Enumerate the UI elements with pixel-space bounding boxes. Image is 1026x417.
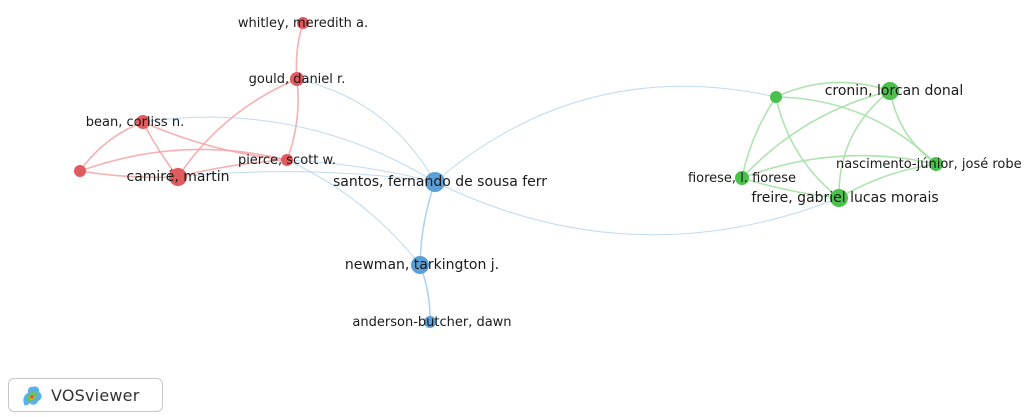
edge-freire-nascimento	[838, 163, 937, 199]
edge-whitley-gould	[295, 22, 304, 80]
edge-unlabeled_green-fiorese	[741, 96, 777, 179]
node-label-cronin[interactable]: cronin, lorcan donal	[825, 83, 964, 99]
edge-santos-newman	[419, 181, 436, 266]
edge-unlabeled_green-cronin	[775, 81, 891, 98]
node-label-freire[interactable]: freire, gabriel lucas morais	[751, 190, 938, 206]
node-unlabeled_red[interactable]	[74, 165, 86, 177]
edge-unlabeled_green-freire	[775, 96, 840, 199]
node-label-camire[interactable]: camiré, martin	[127, 169, 230, 185]
node-label-fiorese[interactable]: fiorese, l. fiorese	[688, 171, 796, 186]
node-cronin[interactable]	[881, 82, 899, 100]
edge-santos-freire	[434, 181, 840, 236]
edge-unlabeled_red-camire	[79, 170, 179, 179]
edge-santos-unlabeled_green	[434, 85, 777, 183]
node-anderson[interactable]	[424, 316, 436, 328]
node-label-gould[interactable]: gould, daniel r.	[249, 72, 346, 87]
edge-gould-santos	[296, 78, 436, 183]
edge-camire-santos	[177, 171, 436, 183]
label-layer: whitley, meredith a. gould, daniel r. bean…	[86, 16, 1022, 330]
edge-cronin-nascimento	[889, 90, 937, 165]
node-fiorese[interactable]	[735, 171, 749, 185]
node-label-anderson[interactable]: anderson-butcher, dawn	[352, 315, 511, 330]
edge-gould-camire	[177, 78, 298, 178]
edge-unlabeled_red-pierce	[79, 148, 288, 172]
edge-layer	[79, 22, 937, 323]
node-santos[interactable]	[425, 172, 445, 192]
edge-bean-santos	[142, 116, 436, 183]
edge-pierce-santos	[286, 159, 436, 183]
logo-text: VOSviewer	[51, 385, 140, 405]
node-camire[interactable]	[169, 168, 187, 186]
vosviewer-logo-icon	[23, 386, 42, 406]
node-gould[interactable]	[290, 72, 304, 86]
node-bean[interactable]	[136, 115, 150, 129]
node-nascimento[interactable]	[929, 157, 943, 171]
edge-bean-unlabeled_red	[79, 121, 144, 172]
vosviewer-logo: VOSviewer	[8, 378, 163, 412]
edge-cronin-freire	[838, 90, 891, 199]
edge-fiorese-freire	[741, 177, 840, 199]
node-label-whitley[interactable]: whitley, meredith a.	[238, 16, 368, 31]
node-label-santos[interactable]: santos, fernando de sousa ferr	[333, 174, 547, 190]
node-label-nascimento[interactable]: nascimento-júnior, josé robe	[836, 157, 1022, 172]
edge-cronin-fiorese	[741, 90, 891, 179]
node-pierce[interactable]	[281, 154, 293, 166]
edge-camire-pierce	[177, 159, 288, 178]
node-whitley[interactable]	[297, 17, 309, 29]
node-label-newman[interactable]: newman, tarkington j.	[345, 257, 499, 273]
edge-pierce-newman	[286, 159, 421, 266]
node-unlabeled_green[interactable]	[770, 91, 782, 103]
edge-bean-pierce	[142, 121, 288, 161]
node-newman[interactable]	[411, 256, 429, 274]
node-layer	[74, 17, 943, 328]
edge-gould-pierce	[286, 78, 299, 161]
node-label-bean[interactable]: bean, corliss n.	[86, 115, 184, 130]
node-freire[interactable]	[830, 189, 848, 207]
edge-fiorese-nascimento	[741, 154, 937, 179]
node-label-pierce[interactable]: pierce, scott w.	[238, 153, 336, 168]
